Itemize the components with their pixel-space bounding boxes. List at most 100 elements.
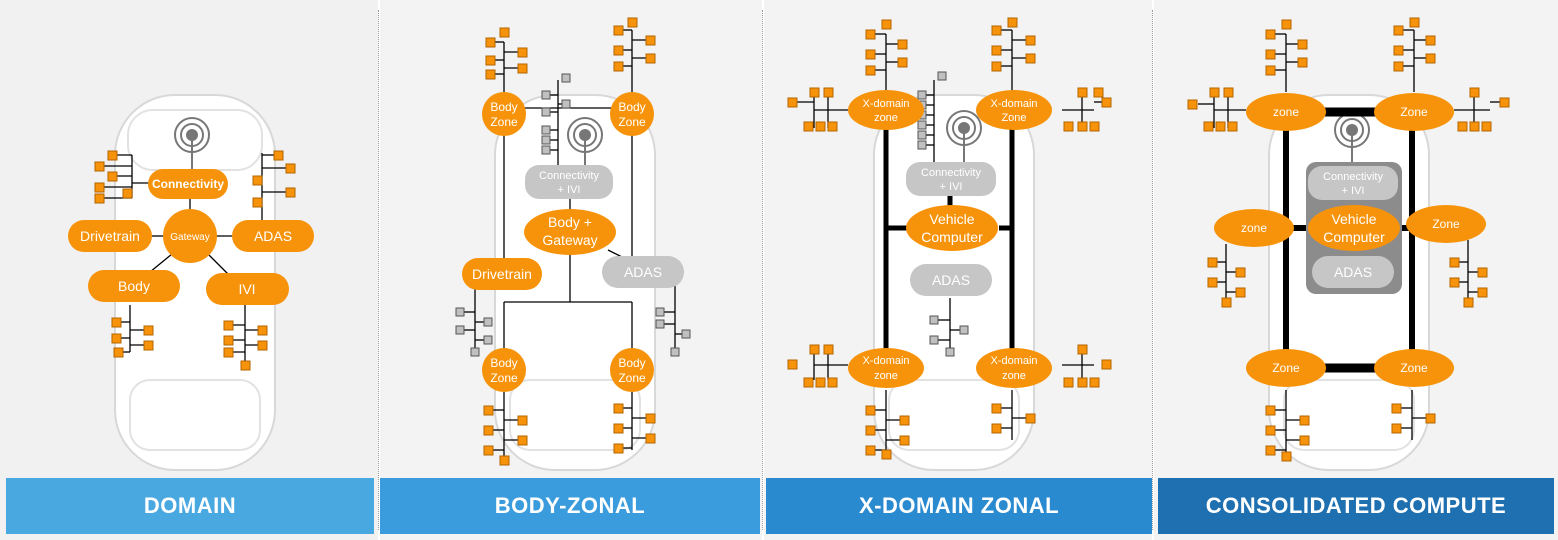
node-xzone-bl-line2: zone <box>874 370 898 382</box>
panel-domain-title: DOMAIN <box>6 478 374 534</box>
node-xzone-tr: X-domain Zone <box>976 90 1052 130</box>
node-body: Body <box>88 270 180 302</box>
body-zonal-diagram: Body Zone Body Zone Connectivity + IVI B… <box>455 17 691 471</box>
node-xzone-tr-line2: Zone <box>1001 112 1026 124</box>
node-xzone-bl: X-domain zone <box>848 348 924 388</box>
panel-body-zonal-title: BODY-ZONAL <box>380 478 760 534</box>
node-zone-tr-label: Zone <box>1400 105 1428 119</box>
node-vehicle-computer-line2: Computer <box>1323 229 1385 245</box>
node-connectivity-ivi-line1: Connectivity <box>1323 171 1383 183</box>
panel-body-zonal: Body Zone Body Zone Connectivity + IVI B… <box>380 0 762 540</box>
node-vehicle-computer: Vehicle Computer <box>1308 205 1400 251</box>
divider <box>762 10 763 530</box>
node-connectivity-ivi-line2: + IVI <box>940 181 963 193</box>
node-connectivity: Connectivity <box>148 169 228 199</box>
node-gateway-label: Gateway <box>170 232 209 243</box>
sensor-squares <box>94 150 296 371</box>
panel-consolidated-compute: zone Zone Connectivity + IVI Vehicle Com… <box>1154 0 1558 540</box>
grey-sensor-squares <box>455 73 691 357</box>
node-adas: ADAS <box>1312 256 1394 288</box>
node-body-zone-tr-line1: Body <box>618 100 645 114</box>
node-connectivity-label: Connectivity <box>152 177 224 191</box>
node-vehicle-computer: Vehicle Computer <box>906 205 998 251</box>
sensor-squares <box>1187 17 1510 462</box>
node-adas-label: ADAS <box>932 272 970 288</box>
node-body-label: Body <box>118 278 150 294</box>
node-body-zone-tr: Body Zone <box>610 92 654 136</box>
node-ivi: IVI <box>206 273 289 305</box>
node-adas: ADAS <box>910 264 992 296</box>
node-vehicle-computer-line1: Vehicle <box>929 211 974 227</box>
node-drivetrain-label: Drivetrain <box>80 228 140 244</box>
node-body-zone-br: Body Zone <box>610 348 654 392</box>
panel-x-domain-zonal-title: X-DOMAIN ZONAL <box>766 478 1152 534</box>
x-domain-links <box>794 29 1106 455</box>
node-zone-tl-label: zone <box>1273 105 1299 119</box>
node-connectivity-ivi-line2: + IVI <box>558 184 581 196</box>
node-adas-label: ADAS <box>624 264 662 280</box>
panel-x-domain-zonal: X-domain zone X-domain Zone Connectivity… <box>764 0 1152 540</box>
node-connectivity-ivi-line2: + IVI <box>1342 185 1365 197</box>
node-body-zone-bl-line2: Zone <box>490 371 518 385</box>
node-body-gateway-line1: Body + <box>548 214 592 230</box>
panel-domain: Connectivity Gateway Drivetrain ADAS Bod… <box>0 0 378 540</box>
node-body-gateway: Body + Gateway <box>524 209 616 255</box>
divider <box>378 10 379 530</box>
node-xzone-bl-line1: X-domain <box>862 355 909 367</box>
node-zone-ml: zone <box>1214 209 1294 247</box>
node-xzone-tr-line1: X-domain <box>990 98 1037 110</box>
node-drivetrain: Drivetrain <box>462 258 542 290</box>
node-gateway: Gateway <box>163 209 217 263</box>
node-body-zone-bl-line1: Body <box>490 356 517 370</box>
node-vehicle-computer-line1: Vehicle <box>1331 211 1376 227</box>
node-body-zone-tl: Body Zone <box>482 92 526 136</box>
node-drivetrain: Drivetrain <box>68 220 152 252</box>
node-zone-mr: Zone <box>1406 205 1486 243</box>
node-body-zone-br-line2: Zone <box>618 371 646 385</box>
panel-consolidated-compute-title: CONSOLIDATED COMPUTE <box>1158 478 1554 534</box>
node-drivetrain-label: Drivetrain <box>472 266 532 282</box>
node-zone-br-label: Zone <box>1400 361 1428 375</box>
consolidated-compute-diagram: zone Zone Connectivity + IVI Vehicle Com… <box>1187 17 1510 471</box>
node-xzone-tl-line2: zone <box>874 112 898 124</box>
node-xzone-tl: X-domain zone <box>848 90 924 130</box>
node-xzone-br-line2: zone <box>1002 370 1026 382</box>
node-ivi-label: IVI <box>238 281 255 297</box>
node-zone-tl: zone <box>1246 93 1326 131</box>
node-zone-bl: Zone <box>1246 349 1326 387</box>
node-xzone-tl-line1: X-domain <box>862 98 909 110</box>
node-vehicle-computer-line2: Computer <box>921 229 983 245</box>
node-zone-ml-label: zone <box>1241 221 1267 235</box>
node-zone-br: Zone <box>1374 349 1454 387</box>
sensor-squares <box>787 17 1112 460</box>
node-xzone-br: X-domain zone <box>976 348 1052 388</box>
node-zone-mr-label: Zone <box>1432 217 1460 231</box>
node-xzone-br-line1: X-domain <box>990 355 1037 367</box>
antenna-icon <box>174 117 210 170</box>
antenna-icon <box>567 117 603 165</box>
sensor-squares <box>483 17 656 466</box>
node-adas-label: ADAS <box>254 228 292 244</box>
node-body-zone-tl-line2: Zone <box>490 115 518 129</box>
divider <box>1152 10 1153 530</box>
node-connectivity-ivi: Connectivity + IVI <box>525 165 613 199</box>
node-zone-bl-label: Zone <box>1272 361 1300 375</box>
node-body-zone-tl-line1: Body <box>490 100 517 114</box>
node-body-zone-tr-line2: Zone <box>618 115 646 129</box>
node-body-zone-br-line1: Body <box>618 356 645 370</box>
node-connectivity-ivi-line1: Connectivity <box>539 170 599 182</box>
node-zone-tr: Zone <box>1374 93 1454 131</box>
node-adas-label: ADAS <box>1334 264 1372 280</box>
node-adas: ADAS <box>602 256 684 288</box>
node-body-zone-bl: Body Zone <box>482 348 526 392</box>
node-body-gateway-line2: Gateway <box>542 232 597 248</box>
node-adas: ADAS <box>232 220 314 252</box>
antenna-icon <box>946 110 982 162</box>
node-connectivity-ivi: Connectivity + IVI <box>1308 166 1398 200</box>
node-connectivity-ivi: Connectivity + IVI <box>906 162 996 196</box>
domain-diagram: Connectivity Gateway Drivetrain ADAS Bod… <box>68 94 314 471</box>
node-connectivity-ivi-line1: Connectivity <box>921 167 981 179</box>
x-domain-zonal-diagram: X-domain zone X-domain Zone Connectivity… <box>787 17 1112 471</box>
backbone-links <box>883 126 1015 352</box>
